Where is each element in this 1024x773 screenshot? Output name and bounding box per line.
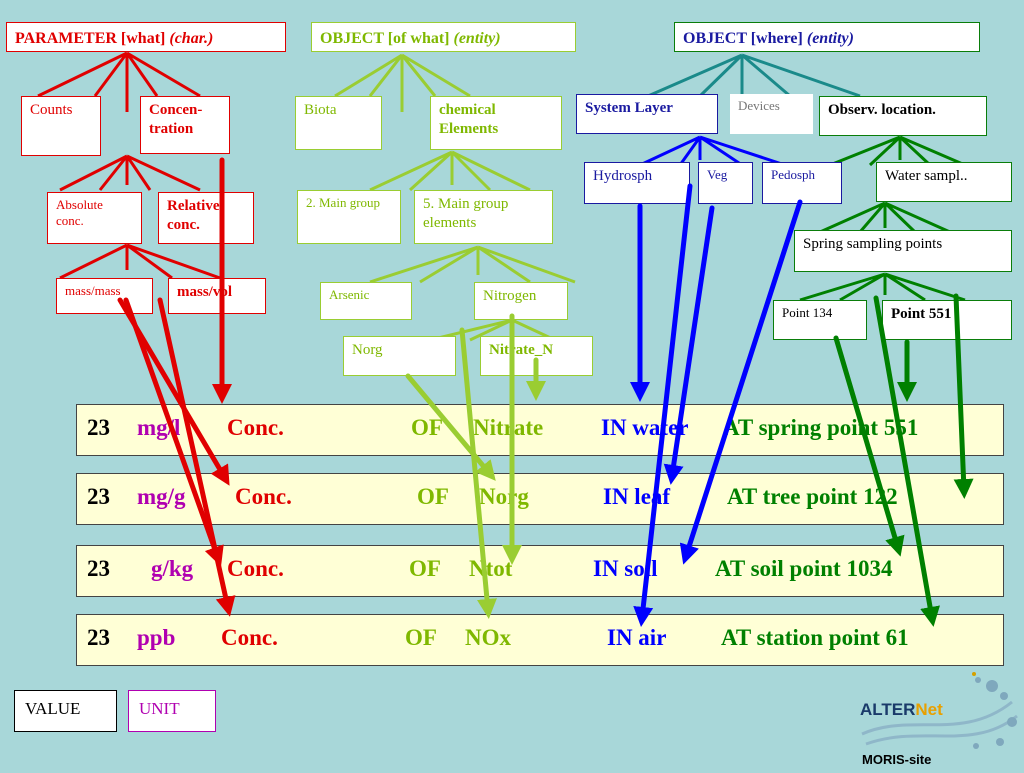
row-parameter: Conc. xyxy=(227,415,284,440)
row-of: OF xyxy=(411,415,443,440)
row-in: IN air xyxy=(607,625,667,650)
alternet-swirl-icon xyxy=(861,672,1018,749)
node-main-group-5: 5. Main group elements xyxy=(414,190,553,244)
legend-value: VALUE xyxy=(14,690,117,732)
row-value: 23 xyxy=(87,625,110,650)
node-absolute-conc: Absolute conc. xyxy=(47,192,142,244)
logo-name: ALTERNet xyxy=(860,700,943,720)
node-relative-conc: Relative conc. xyxy=(158,192,254,244)
node-main-group-2: 2. Main group xyxy=(297,190,401,244)
parameter-header-label: PARAMETER [what] xyxy=(15,30,166,47)
object-what-header-qualifier: (entity) xyxy=(453,30,501,47)
node-point-551: Point 551 xyxy=(882,300,1012,340)
node-hydrosph: Hydrosph xyxy=(584,162,690,204)
row-at: AT station point 61 xyxy=(721,625,909,650)
node-biota: Biota xyxy=(295,96,382,150)
result-row-1: 23 mg/l Conc. OF Nitrate IN water AT spr… xyxy=(76,404,1004,456)
logo-site: MORIS-site xyxy=(862,752,932,767)
node-water-sampl: Water sampl.. xyxy=(876,162,1012,202)
node-pedosph: Pedosph xyxy=(762,162,842,204)
node-nitrogen: Nitrogen xyxy=(474,282,568,320)
object-what-header-label: OBJECT [of what] xyxy=(320,30,450,47)
row-value: 23 xyxy=(87,556,110,581)
row-object: NOx xyxy=(465,625,511,650)
parameter-header-qualifier: (char.) xyxy=(169,30,214,47)
node-chemical-elements: chemical Elements xyxy=(430,96,562,150)
legend-unit: UNIT xyxy=(128,690,216,732)
node-spring-sampling-points: Spring sampling points xyxy=(794,230,1012,272)
row-object: Ntot xyxy=(469,556,513,581)
row-unit: mg/l xyxy=(137,415,181,440)
row-at: AT tree point 122 xyxy=(727,484,898,509)
object-what-header: OBJECT [of what] (entity) xyxy=(311,22,576,52)
row-at: AT spring point 551 xyxy=(723,415,919,440)
node-system-layer: System Layer xyxy=(576,94,718,134)
node-point-134: Point 134 xyxy=(773,300,867,340)
row-value: 23 xyxy=(87,484,110,509)
node-veg: Veg xyxy=(698,162,753,204)
result-row-2: 23 mg/g Conc. OF Norg IN leaf AT tree po… xyxy=(76,473,1004,525)
row-parameter: Conc. xyxy=(235,484,292,509)
node-concentration: Concen-tration xyxy=(140,96,230,154)
result-row-4: 23 ppb Conc. OF NOx IN air AT station po… xyxy=(76,614,1004,666)
object-where-header-qualifier: (entity) xyxy=(806,30,854,47)
row-unit: mg/g xyxy=(137,484,186,509)
node-norg: Norg xyxy=(343,336,456,376)
logo-name-part-b: Net xyxy=(915,700,943,719)
logo-name-part-a: ALTER xyxy=(860,700,916,719)
row-parameter: Conc. xyxy=(227,556,284,581)
row-value: 23 xyxy=(87,415,110,440)
row-unit: g/kg xyxy=(151,556,194,581)
node-arsenic: Arsenic xyxy=(320,282,412,320)
row-in: IN water xyxy=(601,415,689,440)
node-counts: Counts xyxy=(21,96,101,156)
node-mass-mass: mass/mass xyxy=(56,278,153,314)
row-in: IN leaf xyxy=(603,484,671,509)
row-of: OF xyxy=(409,556,441,581)
node-mass-vol: mass/vol xyxy=(168,278,266,314)
object-where-header: OBJECT [where] (entity) xyxy=(674,22,980,52)
node-observ-location: Observ. location. xyxy=(819,96,987,136)
row-of: OF xyxy=(417,484,449,509)
row-object: Norg xyxy=(479,484,529,509)
node-devices: Devices xyxy=(730,94,813,134)
node-nitrate-n: Nitrate_N xyxy=(480,336,593,376)
alternet-logo: ALTERNet MORIS-site xyxy=(852,672,1024,768)
row-parameter: Conc. xyxy=(221,625,278,650)
row-unit: ppb xyxy=(137,625,176,650)
result-row-3: 23 g/kg Conc. OF Ntot IN soil AT soil po… xyxy=(76,545,1004,597)
row-in: IN soil xyxy=(593,556,658,581)
row-at: AT soil point 1034 xyxy=(715,556,893,581)
parameter-header: PARAMETER [what] (char.) xyxy=(6,22,286,52)
object-where-header-label: OBJECT [where] xyxy=(683,30,803,47)
row-object: Nitrate xyxy=(473,415,544,440)
row-of: OF xyxy=(405,625,437,650)
